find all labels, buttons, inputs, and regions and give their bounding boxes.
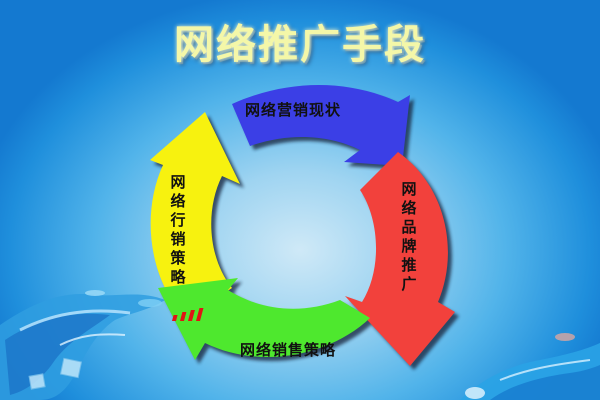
segment-label-left: 网络行销策略: [170, 173, 186, 286]
top-arrow-segment: [232, 85, 410, 166]
right-arrow-segment: [345, 152, 455, 366]
segment-label-right: 网络品牌推广: [401, 180, 417, 293]
segment-label-bottom: 网络销售策略: [240, 341, 337, 359]
water-splash-left-icon: [0, 290, 165, 400]
page-title: 网络推广手段: [174, 22, 426, 68]
bottom-arrow-segment: [158, 278, 370, 360]
water-wave-right-icon: [460, 333, 600, 400]
segment-label-top: 网络营销现状: [245, 101, 342, 119]
left-arrow-segment: [150, 112, 240, 318]
red-stripes-icon: [171, 308, 204, 321]
